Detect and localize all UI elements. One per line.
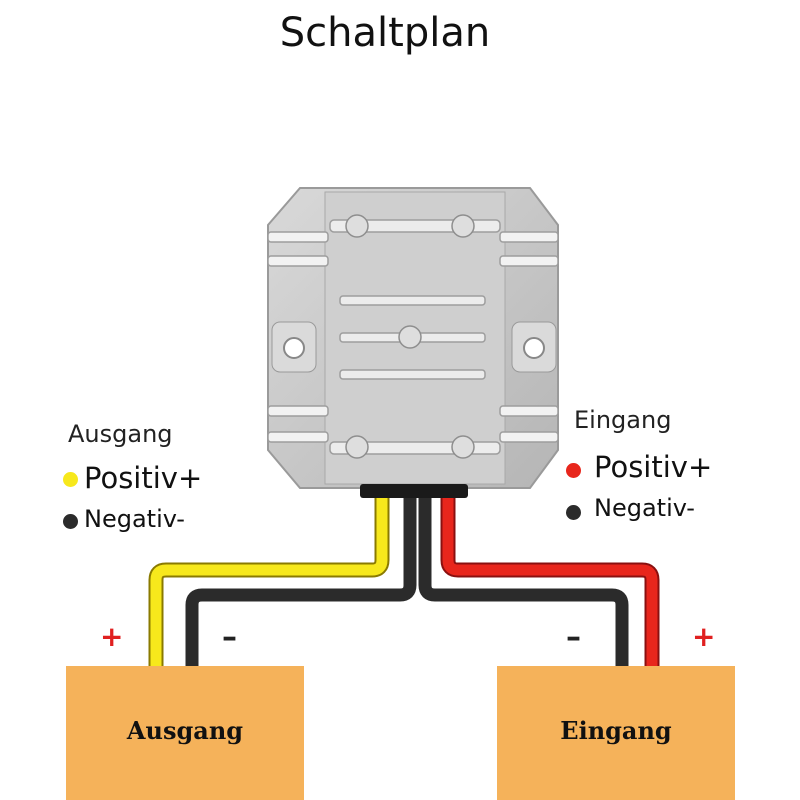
output-negative-wire [185, 495, 417, 668]
mounting-hole-right [523, 337, 545, 359]
output-plus-sign: + [100, 620, 124, 653]
input-box [497, 666, 735, 800]
input-negative-label: Negativ- [594, 494, 695, 522]
output-minus-sign: – [222, 620, 237, 655]
input-box-label: Eingang [560, 716, 672, 745]
cable-grommet [360, 484, 468, 498]
input-minus-sign: – [566, 620, 581, 655]
output-heading: Ausgang [68, 420, 173, 448]
wires [148, 495, 660, 668]
output-box-label: Ausgang [126, 716, 244, 745]
yellow-dot-icon [63, 472, 78, 487]
output-negative-label: Negativ- [84, 505, 185, 533]
input-negative-wire [418, 495, 629, 668]
input-plus-sign: + [692, 620, 716, 653]
mounting-hole-left [283, 337, 305, 359]
red-dot-icon [566, 463, 581, 478]
page-title: Schaltplan [279, 10, 491, 56]
black-dot-icon [566, 505, 581, 520]
output-box [66, 666, 304, 800]
converter-module [267, 187, 559, 498]
black-dot-icon [63, 514, 78, 529]
output-positive-label: Positiv+ [84, 461, 203, 495]
input-positive-label: Positiv+ [594, 450, 713, 484]
input-heading: Eingang [574, 406, 672, 434]
